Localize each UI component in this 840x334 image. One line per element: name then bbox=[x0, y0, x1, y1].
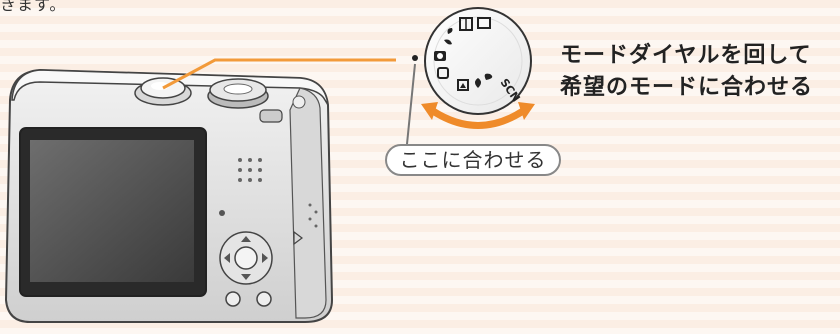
zoom-lever bbox=[259, 95, 306, 123]
small-buttons bbox=[219, 210, 303, 307]
mode-dial-on-camera bbox=[207, 78, 269, 109]
partial-top-text: きます。 bbox=[0, 0, 67, 14]
instruction-line-2: 希望のモードに合わせる bbox=[560, 75, 814, 100]
mode-dial-closeup: SCN bbox=[424, 7, 532, 115]
speaker-holes bbox=[238, 158, 318, 228]
lcd-screen bbox=[19, 127, 207, 297]
instruction-line-1: モードダイヤルを回して bbox=[560, 43, 812, 68]
align-here-callout: ここに合わせる bbox=[385, 144, 561, 176]
rotate-arrow bbox=[421, 102, 535, 129]
instruction-text: モードダイヤルを回して 希望のモードに合わせる bbox=[560, 40, 813, 104]
shutter-button bbox=[134, 77, 192, 106]
four-way-controller bbox=[219, 231, 273, 285]
pointer-line bbox=[162, 55, 418, 155]
